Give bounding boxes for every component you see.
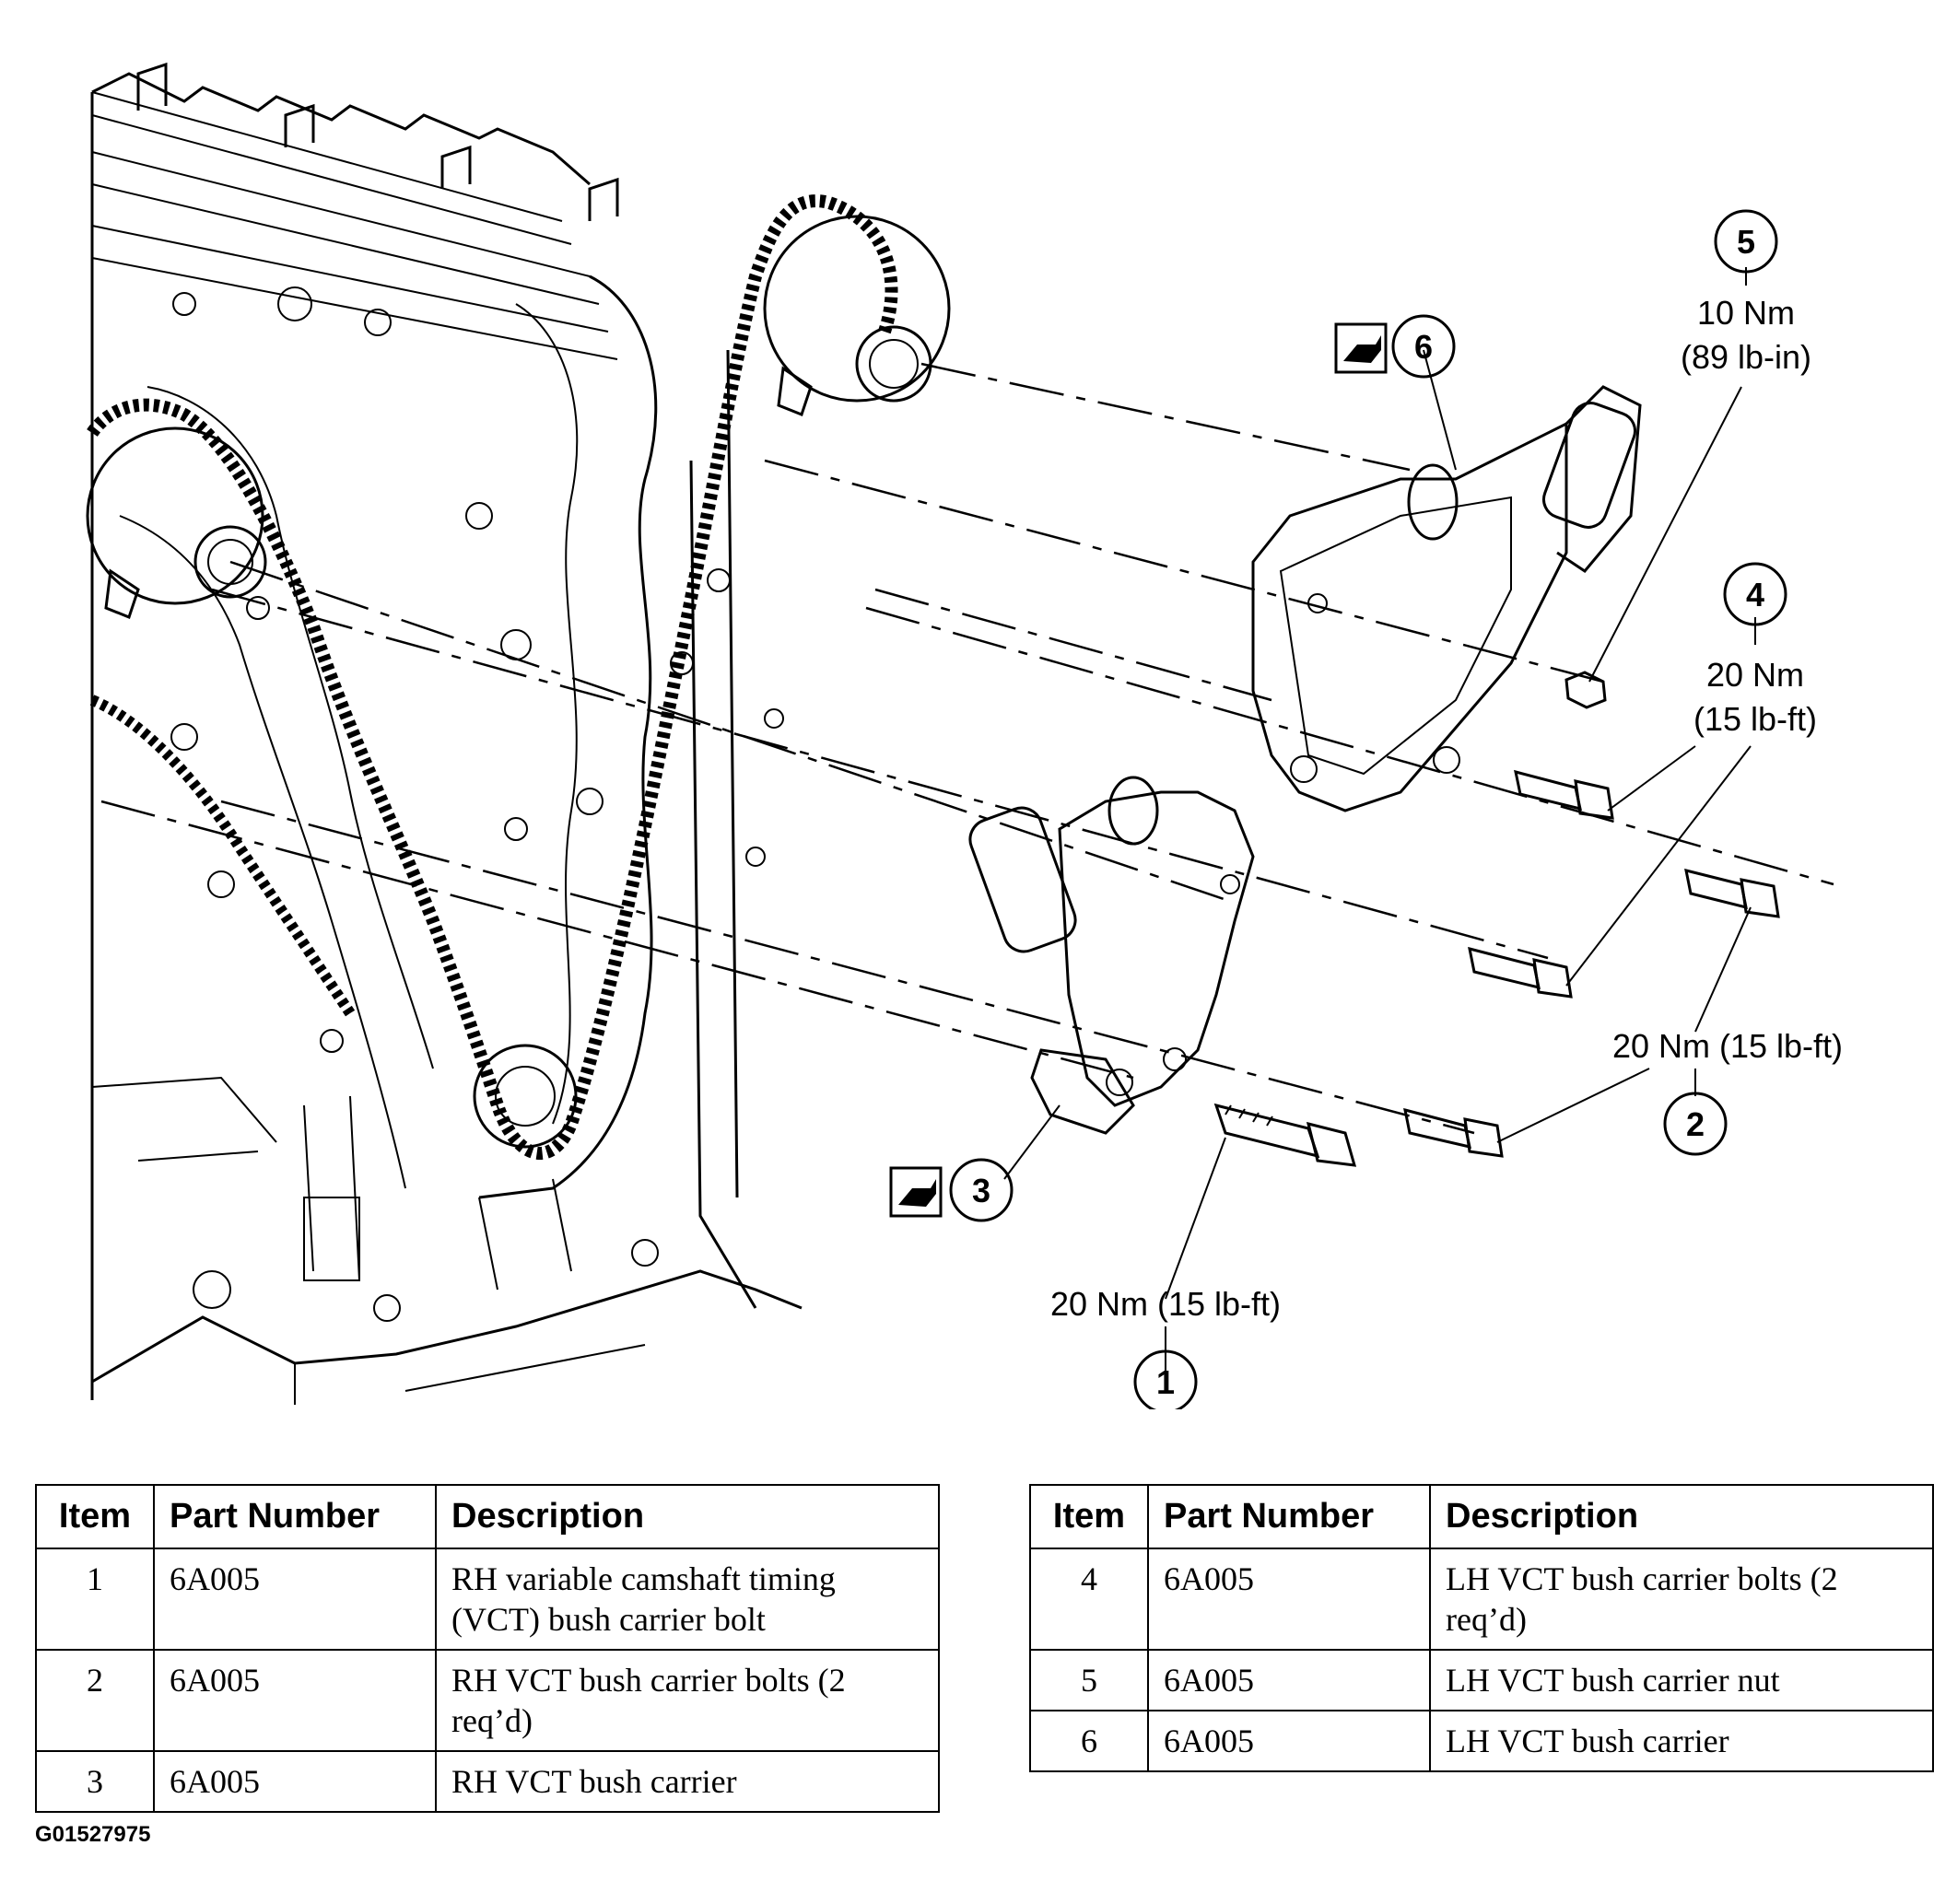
rh-vct-bush-carrier: [968, 776, 1255, 1135]
nut-item-5: [1564, 671, 1607, 709]
table-row: 5 6A005 LH VCT bush carrier nut: [1029, 1649, 1934, 1711]
alignment-lines: [100, 362, 1834, 1135]
callout-2: 2: [1663, 1092, 1728, 1156]
callout-1-torque: 20 Nm (15 lb-ft): [1050, 1285, 1281, 1323]
oil-can-icon: [898, 1179, 936, 1207]
callout-4-torque-imperial: (15 lb-ft): [1693, 700, 1817, 738]
parts-table-left: Item Part Number Description 1 6A005 RH …: [35, 1484, 940, 1813]
row-description: LH VCT bush carrier: [1429, 1710, 1934, 1772]
lh-cam-sprocket: [763, 215, 951, 416]
bolt-item-2b: [1684, 868, 1780, 918]
row-item: 2: [35, 1649, 155, 1752]
oil-can-icon: [1343, 335, 1381, 363]
callout-4: 4: [1723, 562, 1787, 626]
table-header-row: Item Part Number Description: [35, 1484, 940, 1549]
row-item: 1: [35, 1548, 155, 1651]
callout-3-oil-box: [889, 1166, 943, 1218]
callout-2-torque: 20 Nm (15 lb-ft): [1612, 1027, 1843, 1065]
timing-chains: [87, 194, 898, 1160]
callout-5-torque-nm: 10 Nm: [1697, 294, 1795, 332]
bolt-item-4a: [1468, 946, 1573, 999]
row-description: RH variable camshaft timing (VCT) bush c…: [435, 1548, 940, 1651]
header-part-number: Part Number: [1147, 1484, 1431, 1549]
row-part-number: 6A005: [1147, 1649, 1431, 1711]
callout-4-number: 4: [1746, 576, 1764, 613]
callout-5: 5: [1714, 209, 1778, 274]
callout-1-number: 1: [1156, 1363, 1175, 1401]
table-header-row: Item Part Number Description: [1029, 1484, 1934, 1549]
row-part-number: 6A005: [1147, 1548, 1431, 1651]
callout-2-number: 2: [1686, 1105, 1705, 1143]
row-item: 4: [1029, 1548, 1149, 1651]
header-part-number: Part Number: [153, 1484, 437, 1549]
leader-lines: [1003, 267, 1756, 1382]
lh-vct-bush-carrier: [1251, 385, 1642, 812]
bolt-item-2a: [1403, 1107, 1504, 1158]
table-row: 6 6A005 LH VCT bush carrier: [1029, 1710, 1934, 1772]
table-row: 2 6A005 RH VCT bush carrier bolts (2 req…: [35, 1649, 940, 1752]
callout-1: 1: [1133, 1349, 1198, 1409]
header-description: Description: [435, 1484, 940, 1549]
callout-5-number: 5: [1737, 223, 1755, 261]
row-part-number: 6A005: [1147, 1710, 1431, 1772]
callout-3-number: 3: [972, 1172, 990, 1209]
row-part-number: 6A005: [153, 1649, 437, 1752]
row-description: RH VCT bush carrier: [435, 1750, 940, 1813]
callout-6-oil-box: [1334, 322, 1388, 374]
callout-3: 3: [889, 1158, 1014, 1222]
header-item: Item: [35, 1484, 155, 1549]
row-item: 5: [1029, 1649, 1149, 1711]
header-item: Item: [1029, 1484, 1149, 1549]
callout-5-torque-imperial: (89 lb-in): [1681, 338, 1811, 376]
crank-sprocket: [473, 1044, 578, 1149]
table-row: 1 6A005 RH variable camshaft timing (VCT…: [35, 1548, 940, 1651]
parts-table-right: Item Part Number Description 4 6A005 LH …: [1029, 1484, 1934, 1772]
row-description: RH VCT bush carrier bolts (2 req’d): [435, 1649, 940, 1752]
bolt-item-4b: [1514, 769, 1614, 820]
row-part-number: 6A005: [153, 1548, 437, 1651]
row-item: 6: [1029, 1710, 1149, 1772]
figure-id: G01527975: [35, 1822, 151, 1847]
engine-block: [90, 62, 803, 1405]
exploded-view-diagram: 1 20 Nm (15 lb-ft) 2 20 Nm (15 lb-ft) 3 …: [86, 62, 1843, 1409]
rh-cam-sprocket: [86, 426, 267, 619]
callout-6-number: 6: [1414, 328, 1433, 366]
row-description: LH VCT bush carrier nut: [1429, 1649, 1934, 1711]
row-description: LH VCT bush carrier bolts (2 req’d): [1429, 1548, 1934, 1651]
header-description: Description: [1429, 1484, 1934, 1549]
table-row: 4 6A005 LH VCT bush carrier bolts (2 req…: [1029, 1548, 1934, 1651]
bolt-item-1: [1213, 1103, 1357, 1167]
row-item: 3: [35, 1750, 155, 1813]
row-part-number: 6A005: [153, 1750, 437, 1813]
callout-4-torque-nm: 20 Nm: [1706, 656, 1804, 694]
callout-6: 6: [1334, 314, 1456, 379]
table-row: 3 6A005 RH VCT bush carrier: [35, 1750, 940, 1813]
